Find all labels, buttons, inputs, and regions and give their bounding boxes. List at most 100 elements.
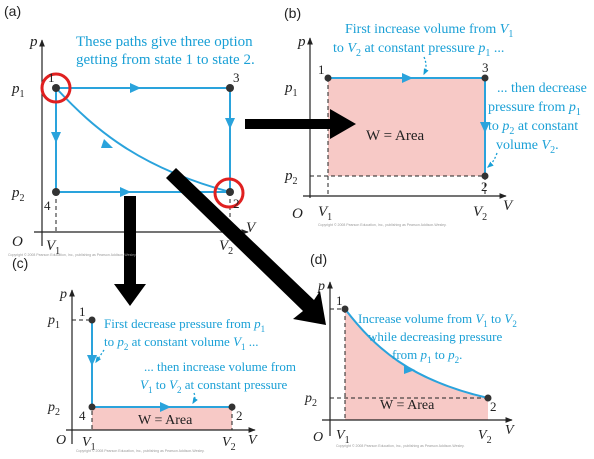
panel-d-v1-label: V1 [336, 428, 350, 446]
panel-b: (b) p V O 1 3 2 p1 p2 V1 V2 W = Area Fir… [284, 5, 587, 223]
panel-b-state-3-label: 3 [482, 60, 489, 75]
panel-c-state-2-label: 2 [236, 408, 243, 423]
panel-d: (d) p V O 1 2 p1 p2 V1 V2 W = Area Incre… [304, 251, 517, 446]
panel-b-v-axis-label: V [503, 198, 514, 214]
panel-b-p1-label: p1 [284, 80, 298, 99]
panel-b-point-2 [481, 172, 489, 180]
panel-d-arrow-curve [404, 365, 415, 374]
panel-a-arrow-bottom [120, 187, 131, 197]
panel-a-state-1-label: 1 [48, 70, 55, 85]
panel-c-arrow-bottom [160, 402, 171, 412]
panel-c-note-1-line-1: First decrease pressure from p1 [104, 316, 265, 334]
panel-a-v2-label: V2 [219, 238, 233, 257]
panel-a-tag: (a) [4, 3, 21, 19]
panel-a: (a) p V O [4, 3, 257, 257]
panel-c-p-axis-label: p [59, 287, 67, 302]
panel-a-p1-label: p1 [11, 81, 25, 100]
panel-c-state-4-label: 4 [79, 408, 86, 423]
panel-b-p-axis-label: p [297, 34, 306, 50]
panel-d-v-axis-label: V [505, 423, 515, 438]
panel-c-v2-label: V2 [222, 435, 236, 453]
panel-a-state-3-label: 3 [233, 70, 240, 85]
panel-d-point-2 [484, 394, 492, 402]
panel-d-path-curve [344, 308, 489, 399]
panel-b-point-3 [481, 74, 489, 82]
panel-a-origin: O [12, 234, 23, 250]
panel-d-state-1-label: 1 [336, 293, 343, 308]
panel-c-v1-label: V1 [82, 435, 96, 453]
panel-a-point-4 [52, 188, 60, 196]
panel-b-tag: (b) [284, 5, 301, 21]
copyright-d: Copyright © 2008 Pearson Education, Inc.… [336, 444, 465, 448]
panel-c: (c) p V O 1 4 2 p1 p2 V1 V2 W = Area Fir… [12, 255, 296, 453]
panel-c-point-4 [88, 403, 96, 411]
panel-d-area-label: W = Area [380, 398, 435, 413]
panel-a-v1-label: V1 [46, 238, 60, 257]
panel-b-work-area [328, 78, 485, 176]
copyright-c: Copyright © 2008 Pearson Education, Inc.… [76, 449, 205, 453]
panel-b-v1-label: V1 [318, 204, 332, 223]
panel-b-note-1-line-1: First increase volume from V1 [345, 22, 513, 40]
panel-c-p1-label: p1 [47, 313, 60, 331]
panel-b-note-1-pointer [423, 56, 429, 76]
panel-b-state-1-label: 1 [318, 62, 325, 77]
panel-a-p2-label: p2 [11, 185, 25, 204]
panel-a-highlight-state-1 [40, 72, 72, 104]
panel-a-v-axis-label: V [246, 220, 257, 236]
panel-a-state-4-label: 4 [44, 198, 51, 213]
copyright-b: Copyright © 2008 Pearson Education, Inc.… [318, 223, 447, 227]
panel-d-tag: (d) [310, 251, 327, 267]
panel-b-point-1 [324, 74, 332, 82]
connector-arrows [114, 109, 356, 325]
panel-a-caption-line-1: These paths give three option [76, 34, 253, 50]
panel-b-p2-label: p2 [284, 168, 298, 187]
panel-a-arrow-curve [101, 139, 113, 148]
panel-c-note-1-line-2: to p2 at constant volume V1 ... [104, 334, 259, 352]
panel-b-state-2-label: 2 [481, 179, 488, 194]
panel-b-origin: O [292, 206, 303, 222]
panel-a-point-3 [226, 84, 234, 92]
panel-c-arrow-left [87, 355, 97, 366]
panel-c-p2-label: p2 [47, 400, 60, 418]
panel-a-path-curve [55, 87, 231, 193]
panel-d-note-line-1: Increase volume from V1 to V2 [358, 311, 517, 329]
panel-d-work-area [345, 309, 488, 420]
panel-c-note-2-pointer [192, 392, 198, 405]
panel-d-point-1 [341, 305, 349, 313]
copyright-a: Copyright © 2008 Pearson Education, Inc.… [8, 253, 137, 257]
panel-b-note-2-line-3: to p2 at constant [488, 119, 578, 137]
panel-b-area-label: W = Area [366, 128, 425, 144]
panel-a-p-axis-label: p [29, 34, 38, 50]
panel-d-state-2-label: 2 [490, 399, 497, 414]
panel-a-point-2 [226, 188, 234, 196]
panel-b-arrow-top [402, 73, 413, 83]
panel-c-origin: O [56, 433, 66, 448]
panel-a-highlight-state-2 [213, 177, 245, 209]
panel-a-caption-line-2: getting from state 1 to state 2. [76, 52, 255, 68]
panel-c-point-2 [228, 403, 236, 411]
panel-a-state-2-label: 2 [233, 196, 240, 211]
panel-d-p-axis-label: p [317, 279, 325, 294]
panel-b-note-1-line-2: to V2 at constant pressure p1 ... [333, 41, 504, 59]
panel-c-state-1-label: 1 [79, 304, 86, 319]
panel-b-note-2-line-2: pressure from p1 [488, 100, 581, 118]
panel-b-v2-label: V2 [473, 204, 487, 223]
arrow-a-to-c [114, 196, 146, 306]
panel-c-tag: (c) [12, 255, 28, 271]
panel-c-work-area [92, 407, 232, 430]
panel-b-note-2-line-4: volume V2. [496, 138, 559, 156]
panel-a-arrow-top [130, 83, 141, 93]
panel-b-arrow-right [480, 122, 490, 133]
panel-c-area-label: W = Area [138, 413, 193, 428]
panel-a-arrow-right [225, 118, 235, 129]
panel-d-v2-label: V2 [478, 428, 492, 446]
panel-a-point-1 [52, 84, 60, 92]
panel-b-note-2-pointer [487, 152, 498, 168]
panel-d-note-line-2: while decreasing pressure [368, 329, 503, 344]
panel-c-note-2-line-1: ... then increase volume from [144, 359, 296, 374]
panel-a-arrow-left [51, 132, 61, 143]
panel-c-note-2-line-2: V1 to V2 at constant pressure [140, 377, 288, 395]
panel-c-note-1-pointer [95, 349, 105, 364]
panel-b-note-2-line-1: ... then decrease [497, 81, 587, 96]
